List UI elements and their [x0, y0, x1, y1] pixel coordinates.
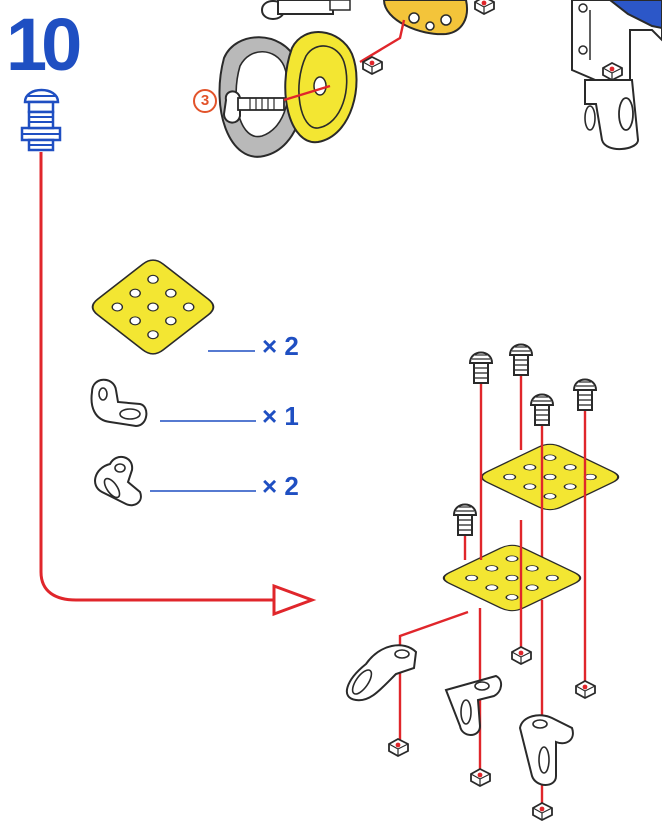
guide-arrow	[41, 152, 276, 600]
guide-rods-upper	[481, 372, 585, 684]
quantity-plate: × 2	[262, 333, 299, 359]
square-flat-plate-icon	[93, 260, 214, 354]
angle-bracket-left-icon	[92, 380, 147, 426]
step-number: 10	[6, 8, 76, 82]
angle-bracket-lower-right-icon	[520, 715, 573, 785]
upper-plate-icon	[482, 444, 618, 509]
sub-step-marker: 3	[193, 89, 217, 113]
screw-and-nut-icon	[22, 90, 60, 150]
upper-axle-screw-icon	[262, 0, 350, 19]
angle-bracket-lower-left-icon	[347, 645, 416, 700]
pulley-assembly	[219, 0, 494, 157]
angle-bracket-right-icon	[95, 457, 141, 505]
arrow-head-icon	[274, 586, 312, 614]
yellow-pulley-icon	[285, 32, 356, 142]
quantity-bracket-left: × 1	[262, 403, 299, 429]
quantity-bracket-right: × 2	[262, 473, 299, 499]
parts-list	[92, 260, 256, 505]
yellow-disc-upper-icon	[384, 0, 494, 34]
angle-bracket-lower-mid-icon	[446, 676, 501, 735]
screws	[454, 345, 596, 536]
